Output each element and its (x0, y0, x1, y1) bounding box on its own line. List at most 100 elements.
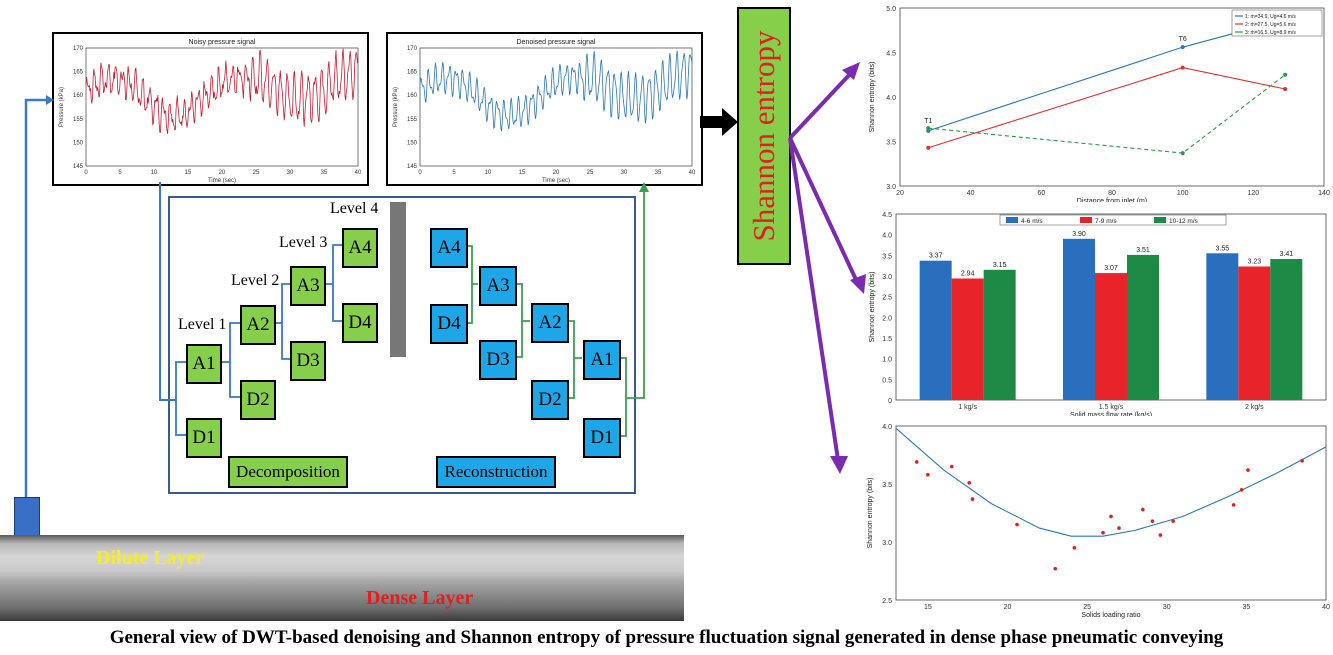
signal-ytick: 155 (73, 117, 84, 123)
bar-value-label: 3.07 (1104, 265, 1118, 272)
scatter-point (967, 481, 972, 485)
dilute-layer-label: Dilute Layer (96, 547, 205, 569)
line-series-1 (928, 19, 1286, 132)
bar (1206, 253, 1239, 400)
bar (951, 278, 984, 400)
dense-layer-label: Dense Layer (366, 587, 474, 609)
scatter-point (926, 472, 930, 477)
rec-box-d1: D1 (583, 418, 621, 458)
signal-xtick: 5 (452, 170, 456, 176)
signal-xtick: 35 (321, 170, 328, 176)
signal-xlabel: Time (sec) (542, 178, 570, 184)
line-xtick: 120 (1247, 190, 1259, 197)
denoised-signal-chart: Denoised pressure signal1701651601551501… (393, 39, 696, 184)
signal-xtick: 15 (185, 170, 192, 176)
signal-xtick: 15 (519, 170, 526, 176)
signal-ylabel: Pressure (kPa) (59, 87, 65, 127)
figure-caption: General view of DWT-based denoising and … (109, 627, 1224, 648)
signal-ytick: 160 (407, 93, 418, 99)
scatter-xtick: 15 (924, 604, 932, 611)
bar-value-label: 2.94 (961, 270, 975, 277)
signal-xtick: 0 (84, 170, 88, 176)
line-series-2 (928, 67, 1286, 149)
line-ytick: 4.0 (886, 95, 896, 102)
scatter-ytick: 3.5 (882, 482, 892, 489)
bar-ytick: 1.0 (882, 357, 892, 364)
rec-box-a2: A2 (531, 303, 569, 343)
signal-xtick: 0 (418, 170, 422, 176)
dec-box-a2: A2 (240, 305, 276, 345)
bar-value-label: 3.15 (993, 262, 1007, 269)
bar-ytick: 1.5 (882, 336, 892, 343)
line-ylabel: Shannon entropy (bits) (869, 62, 876, 133)
scatter-point (1171, 519, 1175, 523)
line-ytick: 3.0 (886, 184, 896, 191)
bar (919, 260, 952, 400)
legend-entry: 2: ṁ=27.5, Ug=5.6 m/s (1245, 22, 1296, 28)
dec-box-a4: A4 (342, 228, 378, 268)
signal-ylabel: Pressure (kPa) (393, 87, 399, 127)
dec-box-d2: D2 (240, 380, 276, 420)
signal-title: Noisy pressure signal (189, 39, 256, 46)
signal-ytick: 165 (407, 70, 418, 76)
line-xtick: 80 (1108, 190, 1116, 197)
scatter-point (1239, 488, 1244, 492)
bar (983, 269, 1016, 400)
signal-xlabel: Time (sec) (208, 178, 236, 184)
line-point-label: T6 (1179, 36, 1187, 43)
bar-value-label: 3.51 (1136, 247, 1150, 254)
bar-value-label: 3.90 (1072, 231, 1086, 238)
bar-xlabel: Solid mass flow rate (kg/s) (1070, 412, 1152, 416)
bar-category: 1.5 kg/s (1099, 404, 1124, 411)
rec-box-d4: D4 (430, 304, 468, 344)
scatter-point (1015, 522, 1019, 527)
signal-xtick: 40 (355, 170, 362, 176)
signal-title: Denoised pressure signal (517, 39, 596, 46)
scatter-point (1053, 566, 1058, 571)
bar-ytick: 4.0 (882, 233, 892, 240)
scatter-point (1246, 468, 1250, 472)
dec-box-d4: D4 (342, 303, 378, 343)
signal-ytick: 145 (73, 164, 84, 170)
line-ytick: 4.5 (886, 51, 896, 58)
legend-entry: 1: ṁ=34.9, Ug=4.6 m/s (1245, 14, 1296, 20)
line-xtick: 60 (1037, 190, 1045, 197)
signal-trace (419, 50, 693, 132)
signal-ytick: 170 (407, 46, 418, 52)
bar (1238, 266, 1271, 400)
scatter-ytick: 2.5 (882, 598, 892, 605)
dec-box-d3: D3 (290, 341, 326, 381)
signal-xtick: 35 (655, 170, 662, 176)
rec-box-d2: D2 (531, 380, 569, 420)
divider-bar (390, 202, 406, 357)
signal-plot-frame (419, 47, 693, 167)
signal-ytick: 165 (73, 70, 84, 76)
legend-entry: 7-9 m/s (1095, 218, 1117, 225)
legend-swatch (1006, 217, 1018, 223)
line-point (1180, 151, 1185, 156)
dec-box-a1: A1 (186, 344, 222, 384)
shannon-entropy-box: Shannon entropy (737, 7, 791, 265)
line-xtick: 140 (1318, 190, 1330, 197)
bar (1063, 238, 1095, 400)
bar-ytick: 0 (888, 398, 892, 405)
scatter-point (1072, 546, 1077, 550)
bar-ytick: 2.5 (882, 295, 892, 302)
rec-box-a4: A4 (430, 228, 468, 268)
scatter-fit-curve (895, 427, 1327, 537)
scatter-point (1231, 503, 1236, 507)
scatter-xtick: 30 (1163, 604, 1171, 611)
legend-swatch (1080, 217, 1092, 223)
scatter-point (970, 497, 975, 501)
line-ytick: 5.0 (886, 6, 896, 13)
level-1-label: Level 1 (178, 316, 227, 333)
bar-ytick: 2.0 (882, 315, 892, 322)
signal-xtick: 20 (219, 170, 226, 176)
dec-box-d1: D1 (186, 418, 222, 458)
bar-ytick: 0.5 (882, 377, 892, 384)
